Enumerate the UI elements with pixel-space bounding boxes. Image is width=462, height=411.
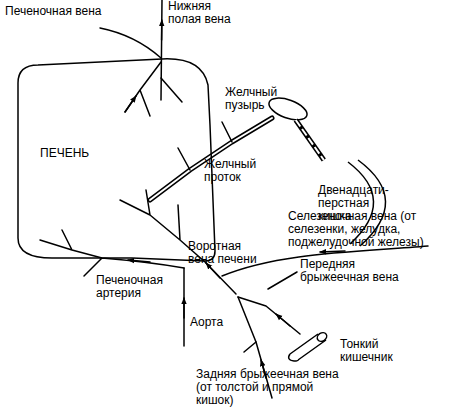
duct-lumen bbox=[296, 120, 324, 160]
vessel-label: Передняя брыжеечная вена bbox=[300, 258, 410, 284]
vessel-label: Нижняя полая вена bbox=[168, 0, 234, 26]
liver-organ: ПЕЧЕНЬ bbox=[12, 55, 222, 265]
duct-label: Желчный проток bbox=[204, 158, 262, 184]
node-outline bbox=[268, 98, 308, 120]
flow-arrow bbox=[161, 20, 163, 40]
aorta bbox=[183, 268, 185, 346]
flow-arrow bbox=[128, 260, 150, 262]
small-intestine: Тонкий кишечник bbox=[284, 330, 330, 360]
vessel-label: Печеночная артерия bbox=[96, 274, 176, 300]
flow-arrow bbox=[183, 298, 185, 318]
hepatic-vein bbox=[100, 28, 161, 58]
bile-duct-connector bbox=[296, 120, 324, 160]
node-label: Желчный пузырь bbox=[225, 86, 287, 112]
vessel-label: Селезеночная вена (от селезенки, желудка… bbox=[288, 210, 428, 249]
flow-arrow bbox=[125, 96, 136, 112]
flow-arrow bbox=[320, 251, 345, 252]
leader-line bbox=[268, 272, 297, 289]
hepatic-artery bbox=[40, 230, 184, 276]
node-outline bbox=[12, 55, 222, 265]
vessel-label: Аорта bbox=[190, 316, 250, 329]
node-label: Тонкий кишечник bbox=[340, 338, 402, 364]
vessel-label: Воротная вена печени bbox=[188, 240, 262, 266]
intestine-end bbox=[289, 354, 298, 361]
flow-arrow bbox=[276, 314, 290, 326]
vein-branch bbox=[244, 342, 256, 352]
vessel-label: Задняя брыжеечная вена (от толстой и пря… bbox=[196, 368, 346, 407]
vena-cava bbox=[161, 0, 162, 100]
anterior-mesenteric-vein bbox=[238, 297, 300, 334]
gallbladder: Желчный пузырь bbox=[268, 98, 308, 120]
node-outline bbox=[284, 330, 330, 360]
intestine-end bbox=[316, 331, 329, 343]
bile-duct bbox=[150, 118, 272, 200]
duct-wall bbox=[296, 120, 324, 160]
hepatic-vein-branches bbox=[125, 62, 182, 116]
intestine-wall bbox=[290, 334, 326, 360]
liver-outline bbox=[18, 59, 215, 261]
bile-duct-lumen bbox=[150, 118, 272, 200]
vessel-label: Печеночная вена bbox=[5, 5, 115, 18]
node-label: ПЕЧЕНЬ bbox=[40, 147, 130, 160]
